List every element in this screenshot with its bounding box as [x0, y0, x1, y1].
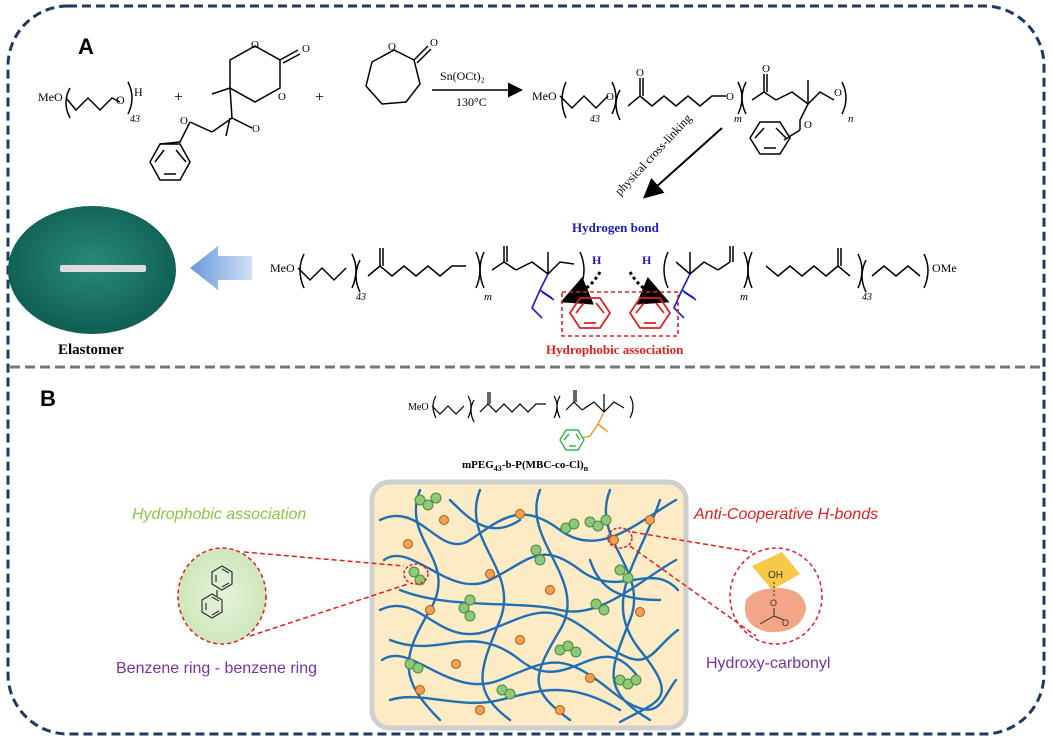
catalyst-label: Sn(OCt)₂ [440, 69, 485, 83]
mbc-o-2: O [302, 43, 310, 55]
panel-b-benzene [559, 429, 585, 451]
carbonyl-bonds [759, 608, 785, 625]
product-sub-n: n [848, 113, 854, 125]
crosslink-label: physical cross-linking [612, 111, 694, 198]
polymer-name-main: mPEG [462, 459, 494, 471]
mbc-o-3: O [278, 91, 286, 103]
product-o-3: O [726, 91, 734, 103]
carbonyl-o-bottom: O [782, 618, 789, 628]
product-o-5: O [834, 87, 842, 99]
big-blue-arrow [190, 246, 252, 290]
product-o-4: O [762, 63, 770, 75]
plus-2: + [315, 89, 324, 106]
panel-b-label: B [40, 386, 56, 411]
hydrophobic-association-label: Hydrophobic association [546, 342, 684, 357]
mbc-o-4: O [252, 123, 260, 135]
mbc-o-5: O [180, 115, 188, 127]
mbc-monomer [149, 45, 301, 181]
cl-o-ring: O [388, 41, 396, 53]
network-focus-right [607, 527, 633, 549]
network-h-right: H [642, 253, 652, 267]
right-zoom-line-bottom [629, 545, 757, 637]
polymer-name-mid: -b-P(MBC-co-Cl) [502, 459, 584, 471]
oh-yellow-shape [752, 552, 800, 590]
hydroxy-carbonyl-label: Hydroxy-carbonyl [706, 655, 830, 672]
network-right-ester [673, 273, 697, 319]
panel-b-structure [431, 390, 634, 423]
hydrogen-bond-label: Hydrogen bond [572, 220, 660, 235]
network-carbonyl-beads [403, 509, 655, 715]
left-zoom-bubble [177, 547, 267, 645]
plus-1: + [174, 89, 183, 106]
biphenyl-icon [201, 565, 233, 619]
network-meo: MeO [270, 261, 295, 275]
outer-frame [6, 4, 1046, 736]
reactant-meo: MeO [38, 90, 63, 104]
network-left-chain [297, 246, 585, 293]
right-zoom-line-top [631, 531, 753, 553]
product-o-6: O [804, 119, 812, 131]
network-left-ester [531, 273, 555, 319]
polymer-name: mPEG43-b-P(MBC-co-Cl)n [462, 459, 589, 473]
product-sub-m: m [734, 113, 742, 125]
reactant-mpeg [65, 81, 133, 119]
network-ome: OMe [932, 261, 957, 275]
hydrophobic-box [561, 291, 679, 337]
oh-label: OH [768, 570, 783, 581]
temperature-label: 130°C [456, 95, 487, 109]
network-benzene-beads [404, 492, 642, 700]
network-h-left: H [592, 253, 602, 267]
mbc-o-1: O [251, 39, 259, 51]
benzene-ring-left [568, 297, 612, 329]
left-zoom-line-bottom [249, 583, 409, 637]
hbond-dots-right [628, 271, 670, 305]
reactant-o: O [116, 93, 125, 107]
benzene-ring-right [628, 297, 672, 329]
network-sub-m-left: m [484, 291, 492, 303]
network-right-chain [663, 246, 929, 293]
hydrophobic-association-caption: Hydrophobic association [132, 506, 306, 523]
product-meo: MeO [532, 89, 557, 103]
elastomer-strip [60, 265, 146, 272]
crosslink-arrow [643, 127, 723, 199]
product-o-1: O [606, 91, 614, 103]
carbonyl-o-top: O [770, 598, 777, 608]
network-sub-43-right: 43 [862, 292, 872, 303]
benzene-benzene-label: Benzene ring - benzene ring [116, 660, 317, 677]
cl-o-carbonyl: O [430, 37, 438, 49]
product-sub-43: 43 [590, 114, 600, 125]
carbonyl-orange-shape [744, 588, 806, 633]
product-o-2: O [636, 67, 644, 79]
reactant-dp: 43 [130, 114, 140, 125]
panel-b-meo: MeO [408, 402, 429, 413]
anti-cooperative-caption: Anti-Cooperative H-bonds [693, 506, 878, 523]
polymer-name-sub: 43 [494, 464, 502, 473]
product-copolymer [559, 74, 847, 155]
left-zoom-line-top [243, 551, 405, 567]
reactant-h: H [134, 85, 143, 99]
network-chains [378, 488, 680, 724]
polymer-name-n: n [584, 464, 589, 473]
caprolactone [365, 45, 432, 105]
elastomer-label: Elastomer [58, 342, 124, 358]
network-focus-left [403, 563, 429, 585]
network-sub-m-right: m [740, 291, 748, 303]
panel-b-ester [581, 411, 609, 439]
panel-a-label: A [78, 34, 94, 59]
network-sub-43-left: 43 [356, 292, 366, 303]
